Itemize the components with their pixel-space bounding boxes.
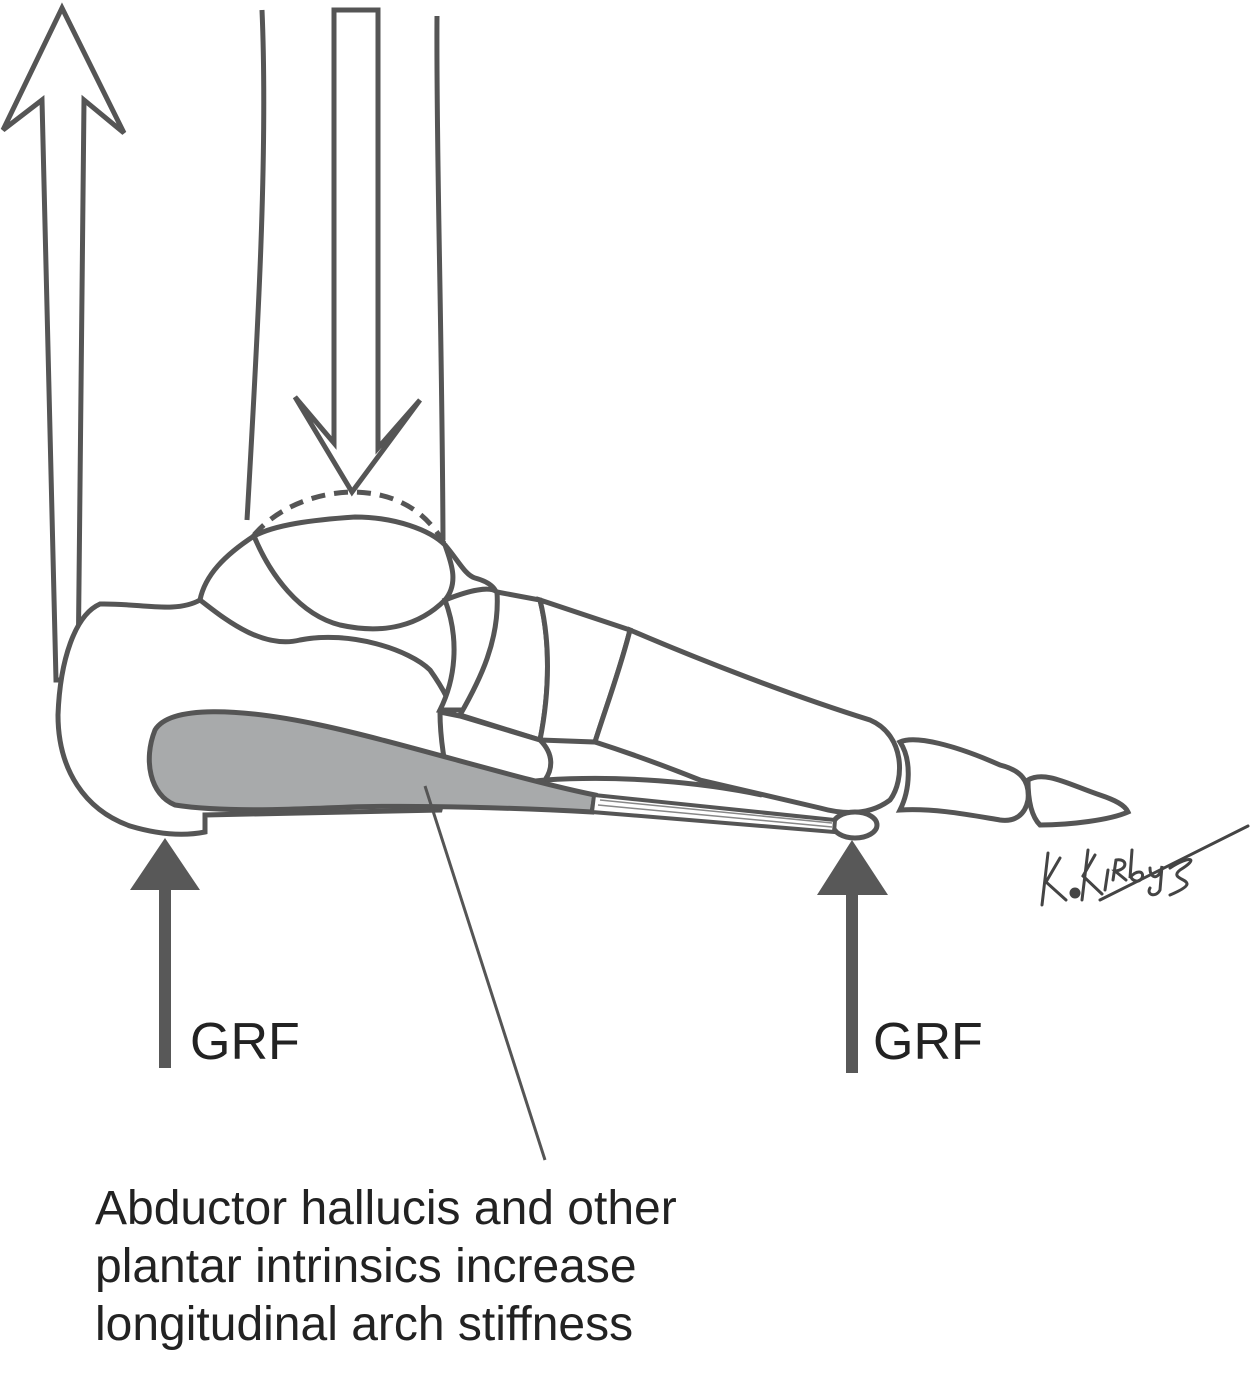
body-weight-arrow — [292, 7, 423, 497]
first-metatarsal — [591, 626, 902, 815]
grf-label-forefoot: GRF — [873, 1013, 983, 1071]
grf-arrow-heel — [130, 838, 200, 1068]
lateral-metatarsal — [544, 775, 763, 798]
caption-line-2: plantar intrinsics increase — [95, 1240, 637, 1293]
caption-text: Abductor hallucis and other plantar intr… — [95, 1180, 677, 1354]
artist-signature — [1040, 824, 1250, 907]
achilles-tension-arrow — [0, 2, 127, 683]
distal-phalanx — [1025, 774, 1132, 828]
caption-line-3: longitudinal arch stiffness — [95, 1298, 634, 1351]
leg-outline — [244, 9, 446, 541]
caption-line-1: Abductor hallucis and other — [95, 1182, 677, 1235]
talus-bone — [250, 514, 456, 632]
proximal-phalanx — [895, 737, 1031, 823]
sesamoid-bone — [830, 809, 880, 841]
abductor-hallucis-muscle — [146, 709, 598, 815]
talar-neck — [197, 533, 256, 601]
talar-dome-dashed — [252, 489, 448, 547]
grf-label-heel: GRF — [190, 1013, 300, 1071]
abductor-tendon — [589, 792, 838, 835]
caption-leader-line — [423, 785, 547, 1161]
grf-arrow-forefoot — [817, 840, 888, 1073]
